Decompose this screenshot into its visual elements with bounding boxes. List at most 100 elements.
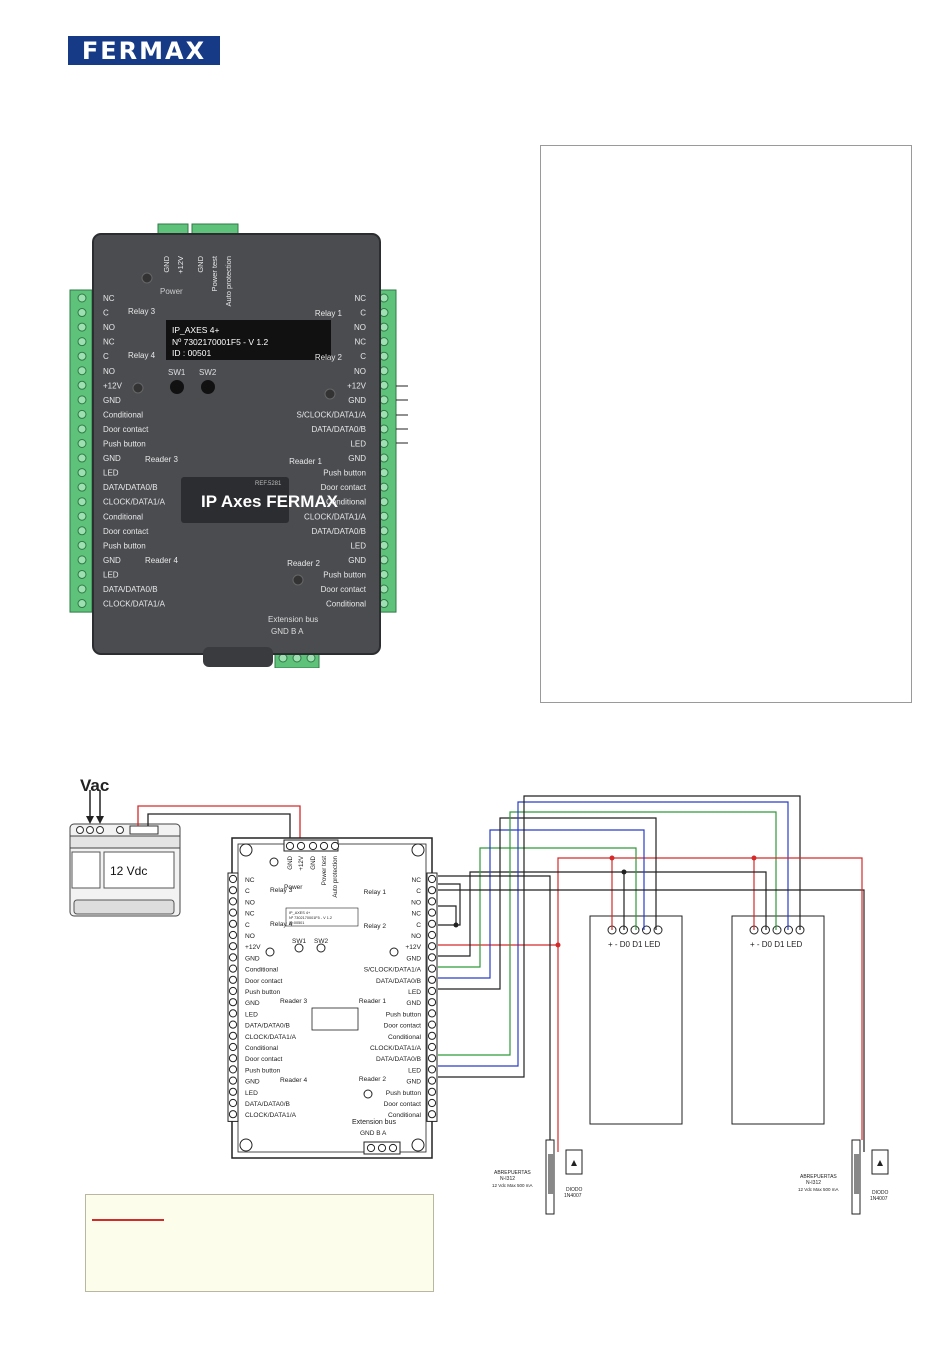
extension-terminal-labels: GND B A (271, 627, 304, 636)
terminal-screw (427, 874, 437, 884)
terminal-screw (77, 395, 87, 405)
diagram-right-terminal-label: Conditional (388, 1112, 422, 1119)
terminal-screw (427, 1009, 437, 1018)
photo-right-terminal-label: Conditional (326, 600, 366, 609)
diagram-right-terminal-label: CLOCK/DATA1/A (370, 1045, 422, 1052)
photo-left-terminal-label: DATA/DATA0/B (103, 585, 158, 594)
terminal-screw (278, 653, 288, 663)
photo-top-terminal-label: Auto protection (224, 256, 233, 306)
diagram-group-label: Relay 3 (270, 887, 293, 894)
diagram-left-terminal-label: NO (245, 933, 255, 940)
photo-right-terminal-label: GND (348, 556, 366, 565)
diagram-group-label: Reader 1 (359, 998, 386, 1005)
diagram-right-terminal-label: C (416, 888, 421, 895)
photo-label-line: Nº 7302170001F5 - V 1.2 (172, 337, 268, 347)
terminal-screw (379, 526, 389, 536)
terminal-screw (228, 919, 238, 928)
terminal-screw (366, 1143, 376, 1153)
diagram-right-terminal-label: S/CLOCK/DATA1/A (364, 967, 422, 974)
terminal-screw (228, 1110, 238, 1119)
psu-voltage: 12 Vdc (110, 864, 147, 878)
terminal-screw (427, 1020, 437, 1029)
power-label: Power (160, 287, 183, 296)
terminal-screw (427, 1087, 437, 1096)
terminal-screw (427, 1110, 437, 1119)
diagram-left-terminal-label: DATA/DATA0/B (245, 1101, 291, 1108)
terminal-screw (228, 1087, 238, 1096)
diode-label: 1N4007 (564, 1193, 582, 1199)
photo-right-terminal-label: C (360, 352, 366, 361)
photo-left-terminal-label: CLOCK/DATA1/A (103, 498, 166, 507)
diagram-top-terminal-label: GND (287, 855, 294, 869)
terminal-screw (228, 998, 238, 1007)
diagram-right-terminal-label: Door contact (384, 1023, 422, 1030)
diagram-right-terminal-label: C (416, 922, 421, 929)
photo-left-terminal-label: NO (103, 323, 115, 332)
terminal-screw (77, 439, 87, 448)
terminal-screw (379, 308, 389, 318)
photo-left-terminal-label: NC (103, 294, 115, 303)
diagram-left-terminal-label: NO (245, 899, 255, 906)
terminal-screw (427, 908, 437, 917)
terminal-screw (427, 1031, 437, 1040)
photo-right-terminal-label: Door contact (321, 585, 367, 594)
diagram-right-terminal-label: Push button (386, 1090, 422, 1097)
board-extension-terms: GND B A (360, 1130, 387, 1137)
photo-right-terminal-label: DATA/DATA0/B (311, 527, 366, 536)
board-label-line: Nº 7302170001F5 - V 1.2 (289, 916, 332, 920)
board-extension-bus: Extension bus (352, 1119, 396, 1126)
reader-1: + - D0 D1 LED (589, 915, 683, 1125)
photo-group-label: Relay 3 (128, 307, 156, 316)
photo-group-label: Reader 4 (145, 556, 178, 565)
terminal-screw (77, 453, 87, 463)
sw2-label: SW2 (199, 368, 217, 377)
photo-right-terminal-label: GND (348, 454, 366, 463)
terminal-screw (379, 293, 389, 303)
diagram-right-terminal-label: Conditional (388, 1034, 422, 1041)
diagram-right-terminal-label: Door contact (384, 1101, 422, 1108)
terminal-screw (379, 468, 389, 478)
terminal-screw (77, 540, 87, 550)
photo-left-terminal-label: Push button (103, 440, 146, 449)
photo-right-terminal-label: Conditional (326, 498, 366, 507)
terminal-screw (77, 322, 87, 332)
diagram-group-label: Reader 4 (280, 1077, 307, 1084)
terminal-screw (228, 930, 238, 940)
diode-label: 1N4007 (870, 1196, 888, 1202)
terminal-screw (379, 322, 389, 332)
terminal-screw (379, 351, 389, 361)
reader-pin-labels: + - D0 D1 LED (608, 940, 660, 949)
terminal-screw (228, 1076, 238, 1085)
photo-group-label: Relay 1 (315, 309, 343, 318)
terminal-screw (379, 599, 389, 609)
right-terminal-labels: NCCNONCCNO+12VGNDS/CLOCK/DATA1/ADATA/DAT… (297, 294, 367, 609)
terminal-screw (330, 841, 340, 851)
photo-right-terminal-label: Door contact (321, 483, 367, 492)
photo-group-label: Relay 4 (128, 351, 156, 360)
legend-box (85, 1194, 434, 1292)
terminal-screw (77, 584, 87, 594)
terminal-screw (228, 908, 238, 917)
board-label-line: IP_AXES 4+ (289, 911, 311, 915)
ref-label: REF.5281 (255, 481, 282, 487)
terminal-screw (77, 497, 87, 507)
board-sw1: SW1 (292, 938, 306, 945)
photo-right-terminal-label: S/CLOCK/DATA1/A (297, 410, 367, 419)
terminal-screw (379, 395, 389, 405)
diagram-left-terminal-label: +12V (245, 944, 261, 951)
terminal-screw (296, 841, 306, 851)
terminal-screw (427, 975, 437, 984)
photo-left-terminal-label: Push button (103, 541, 146, 550)
board-power: Power (284, 884, 303, 891)
terminal-screw (427, 1065, 437, 1074)
reader-terminal (772, 925, 782, 935)
photo-right-terminal-label: Push button (323, 469, 366, 478)
terminal-screw (228, 1020, 238, 1029)
diagram-right-terminal-label: NC (411, 877, 421, 884)
terminal-screw (379, 555, 389, 565)
terminal-screw (77, 366, 87, 376)
photo-left-terminal-label: C (103, 352, 109, 361)
terminal-screw (228, 986, 238, 996)
terminal-screw (77, 424, 87, 434)
